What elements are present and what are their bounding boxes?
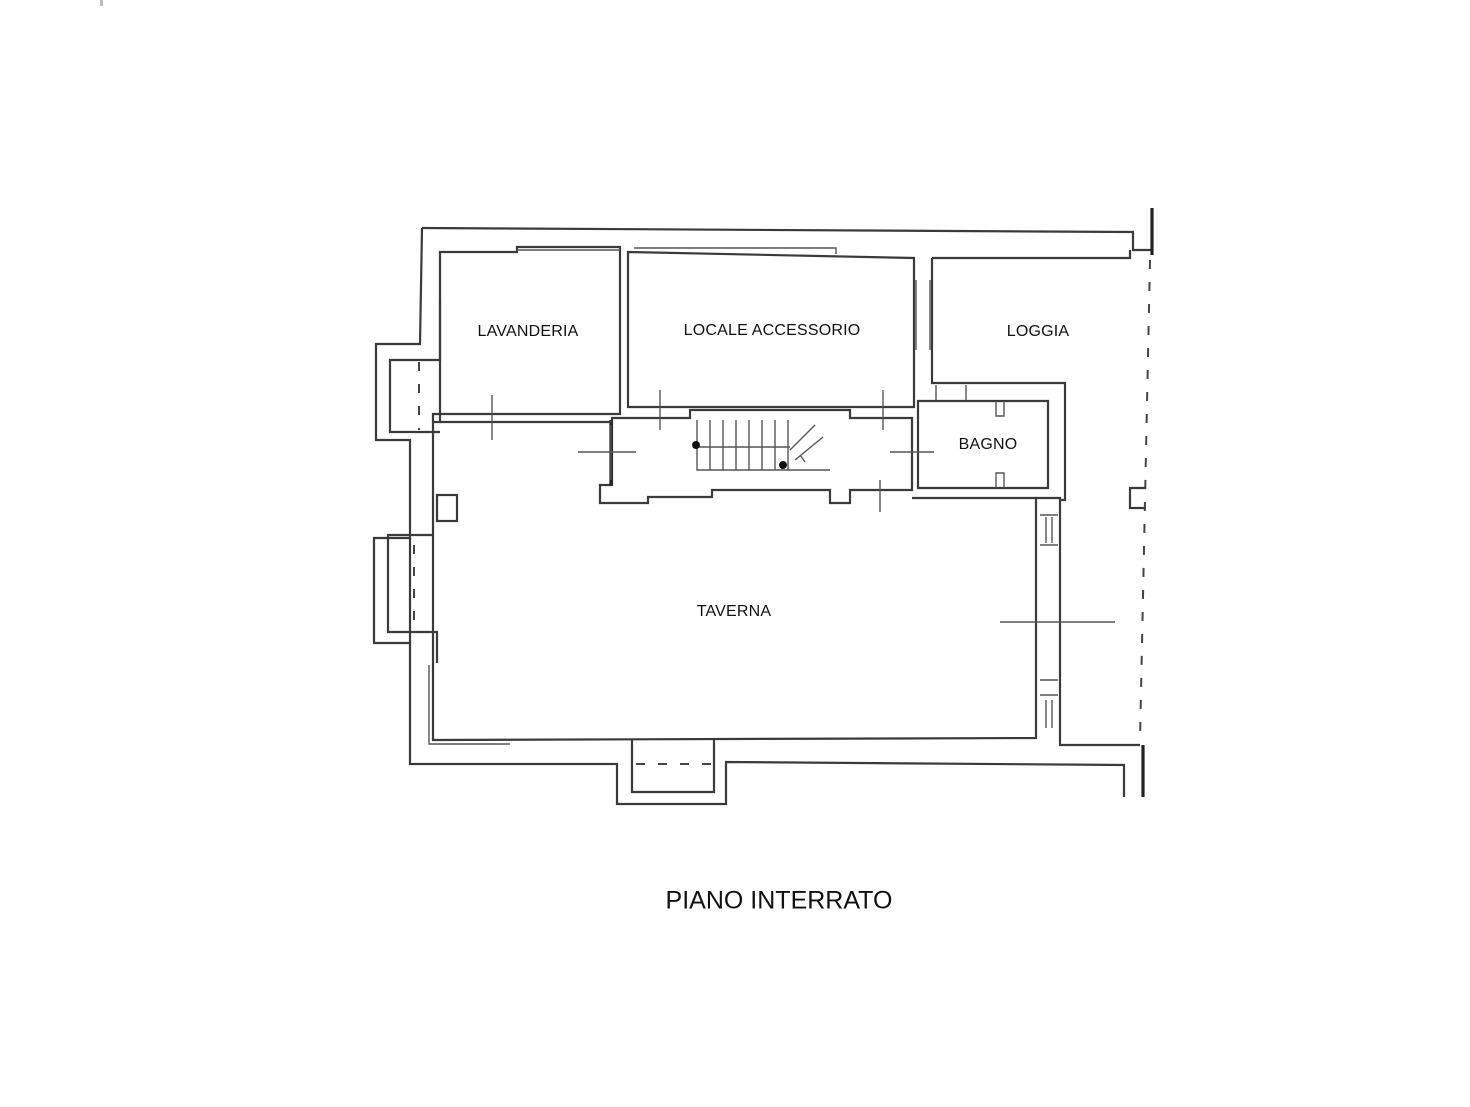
outer-wall-left-bottom [372, 227, 1126, 806]
scan-artifact [100, 0, 103, 6]
axis-marks [491, 390, 1115, 623]
wall-taverna [431, 420, 1038, 742]
column-marker [1128, 486, 1146, 510]
wall-lavanderia-bay [388, 300, 442, 434]
window-bagno [935, 385, 967, 400]
wall-taverna-bay [386, 533, 439, 663]
window-taverna-right [1040, 514, 1058, 728]
wall-locale-accessorio [626, 250, 916, 409]
column-taverna [435, 493, 459, 523]
wall-loggia-top [932, 250, 1132, 260]
stair-start-dot [692, 441, 700, 449]
stair-treads [709, 420, 824, 470]
wall-stair-block [598, 408, 914, 505]
plan-title: PIANO INTERRATO [665, 886, 893, 915]
stair-end-dot [779, 461, 787, 469]
outer-wall-top [421, 208, 1154, 252]
room-label-taverna: TAVERNA [696, 603, 772, 620]
wall-loggia-inner [930, 258, 1067, 502]
dashed-line-loggia-edge [1139, 259, 1151, 741]
room-label-locale-accessorio: LOCALE ACCESSORIO [683, 322, 861, 339]
bagno-niche [995, 401, 1005, 488]
room-label-bagno: BAGNO [958, 436, 1018, 453]
room-label-lavanderia: LAVANDERIA [477, 323, 579, 340]
wall-bottom-bay [630, 740, 716, 794]
window-loggia [915, 280, 931, 350]
room-label-loggia: LOGGIA [1006, 323, 1070, 340]
